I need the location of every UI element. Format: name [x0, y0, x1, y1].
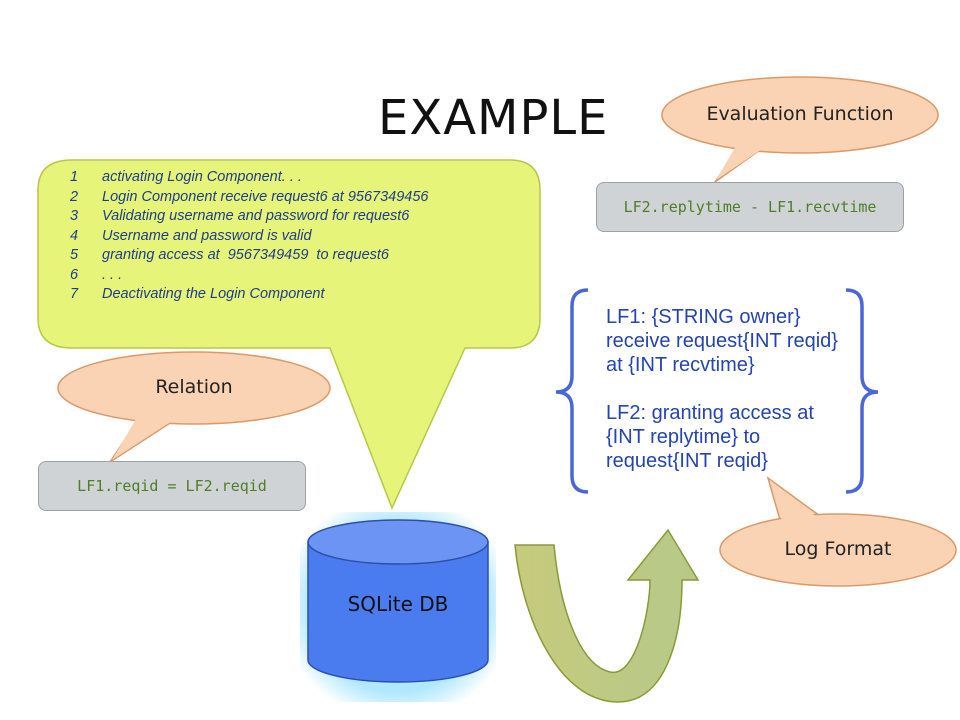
log-line: 1 activating Login Component. . . — [64, 168, 524, 188]
log-line-text: . . . — [102, 266, 123, 283]
sqlite-database — [300, 512, 496, 702]
evaluation-callout — [661, 76, 939, 183]
log-line-number: 3 — [70, 208, 79, 224]
log-line: 2 Login Component receive request6 at 95… — [64, 188, 524, 208]
log-format-lf2: LF2: granting access at {INT replytime} … — [606, 402, 814, 472]
log-line-number: 7 — [70, 286, 79, 302]
log-line-number: 1 — [70, 169, 79, 185]
log-line-number: 5 — [70, 247, 79, 263]
log-line-text: Validating username and password for req… — [102, 208, 410, 224]
relation-expression: LF1.reqid = LF2.reqid — [77, 477, 267, 495]
evaluation-function-label: Evaluation Function — [706, 103, 894, 125]
log-line-number: 2 — [70, 188, 79, 205]
log-format-lf1: LF1: {STRING owner} receive request{INT … — [606, 306, 838, 376]
evaluation-expression: LF2.replytime - LF1.recvtime — [623, 198, 877, 216]
slide-title: EXAMPLE — [378, 90, 609, 146]
log-line-text: Login Component receive request6 at 9567… — [102, 188, 429, 205]
log-line-text: granting access at 9567349459 to request… — [102, 247, 389, 263]
uturn-arrow — [514, 528, 700, 703]
relation-label: Relation — [155, 376, 233, 398]
relation-callout — [57, 351, 331, 463]
log-format-label: Log Format — [784, 538, 892, 560]
log-line: 3 Validating username and password for r… — [64, 207, 524, 227]
left-brace — [555, 288, 589, 494]
log-line-number: 4 — [70, 227, 79, 244]
log-format-definitions: LF1: {STRING owner} receive request{INT … — [606, 305, 856, 473]
log-line: 6 . . . — [64, 266, 524, 286]
evaluation-expression-box: LF2.replytime - LF1.recvtime — [596, 182, 904, 232]
log-line-number: 6 — [70, 266, 79, 283]
log-line-list: 1 activating Login Component. . . 2 Logi… — [64, 168, 524, 305]
log-speech-bubble — [37, 159, 541, 510]
log-line-text: Username and password is valid — [102, 227, 312, 244]
log-line: 7 Deactivating the Login Component — [64, 285, 524, 305]
database-label: SQLite DB — [347, 592, 449, 616]
log-line-text: activating Login Component. . . — [102, 169, 302, 185]
log-format-callout — [719, 476, 957, 587]
log-line-text: Deactivating the Login Component — [102, 286, 325, 302]
log-line: 5 granting access at 9567349459 to reque… — [64, 246, 524, 266]
log-line: 4 Username and password is valid — [64, 227, 524, 247]
right-brace — [845, 288, 879, 494]
relation-expression-box: LF1.reqid = LF2.reqid — [38, 461, 306, 511]
